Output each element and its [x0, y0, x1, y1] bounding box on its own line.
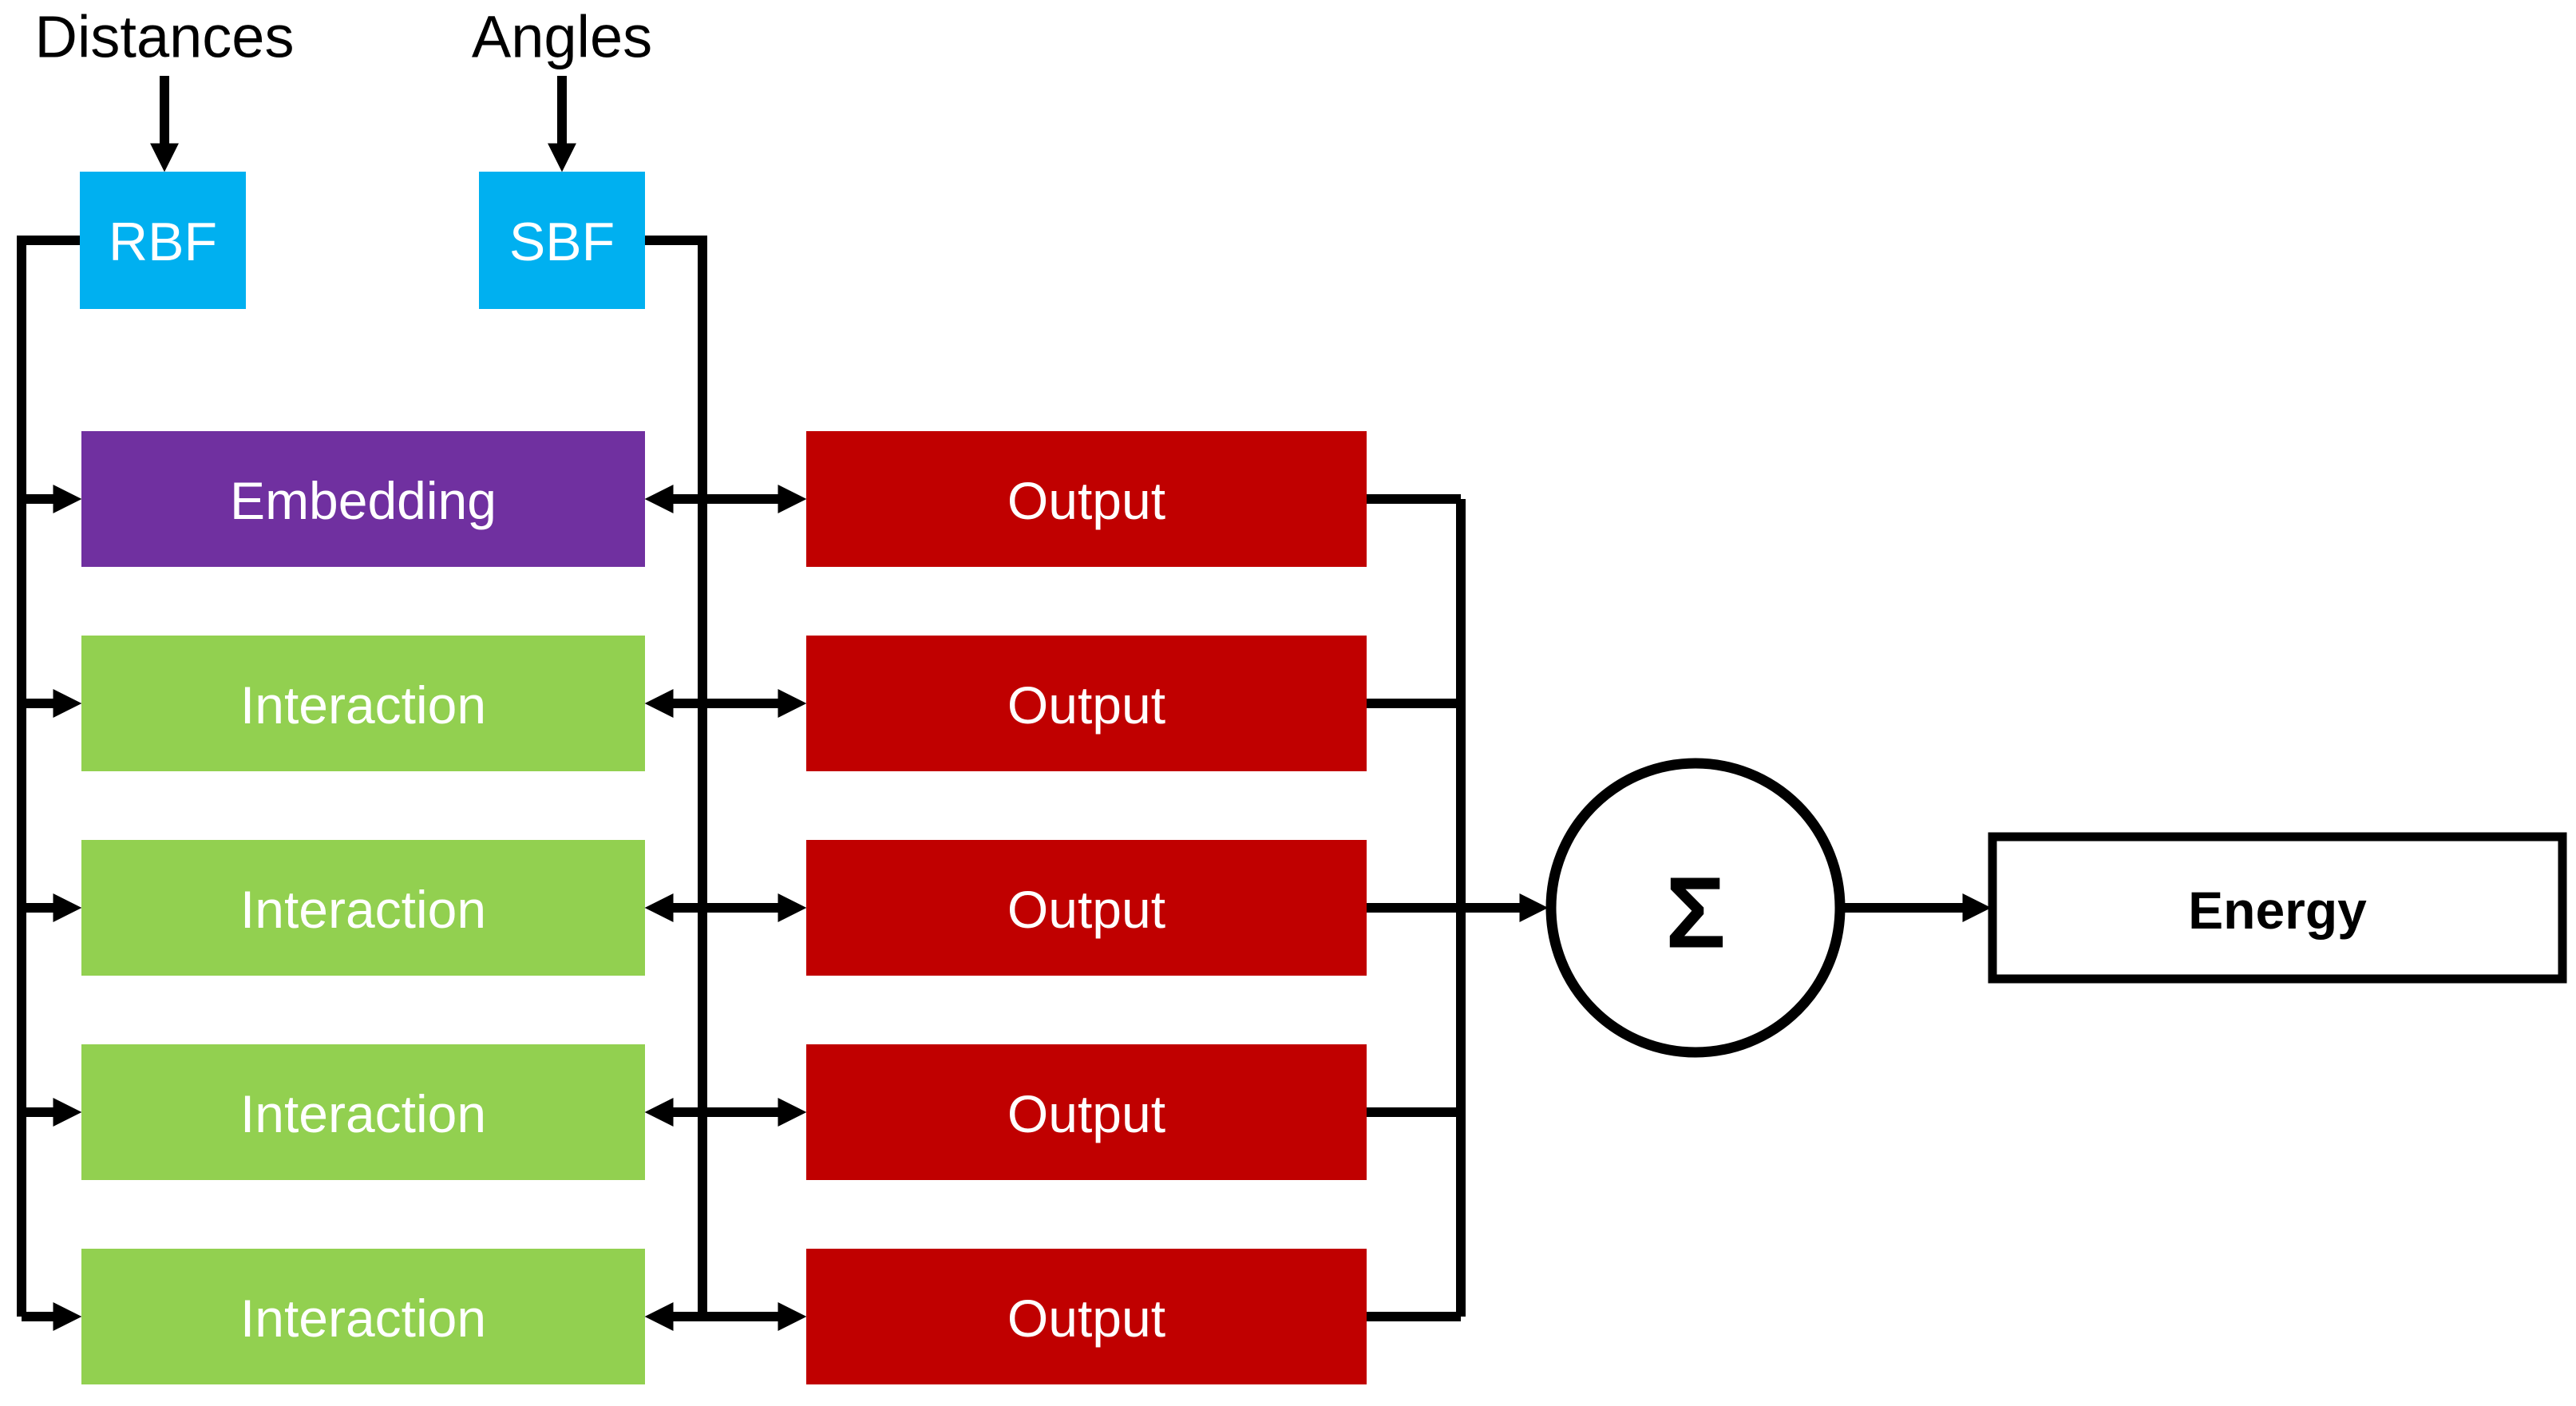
output-box-1 — [806, 431, 1367, 567]
row-5: Interaction Output — [22, 1249, 1461, 1384]
interaction-label-2: Interaction — [240, 880, 486, 939]
rbf-box — [80, 172, 246, 309]
output-label-3: Output — [1007, 880, 1165, 939]
energy-node: Energy — [1988, 832, 2567, 984]
interaction-label-4: Interaction — [240, 1289, 486, 1348]
rbf-node: RBF — [80, 172, 246, 309]
energy-label: Energy — [2188, 881, 2367, 940]
sum-node: Σ — [1545, 758, 1846, 1058]
output-label-1: Output — [1007, 471, 1165, 530]
sum-symbol: Σ — [1665, 857, 1726, 969]
interaction-box-1 — [81, 636, 645, 771]
distances-label: Distances — [35, 4, 295, 70]
row-1: Embedding Output — [22, 431, 1461, 567]
row-2: Interaction Output — [22, 636, 1461, 771]
output-box-4 — [806, 1044, 1367, 1180]
embedding-label: Embedding — [230, 471, 497, 530]
row-3: Interaction Output — [22, 840, 1461, 976]
row-4: Interaction Output — [22, 1044, 1461, 1180]
energy-box — [1988, 832, 2567, 984]
output-label-2: Output — [1007, 675, 1165, 735]
output-label-4: Output — [1007, 1084, 1165, 1143]
interaction-box-2 — [81, 840, 645, 976]
output-box-3 — [806, 840, 1367, 976]
output-box-2 — [806, 636, 1367, 771]
sbf-box — [479, 172, 645, 309]
angles-label: Angles — [472, 4, 652, 70]
embedding-box — [81, 431, 645, 567]
interaction-label-1: Interaction — [240, 675, 486, 735]
interaction-box-3 — [81, 1044, 645, 1180]
rbf-trunk-line — [17, 236, 80, 1317]
interaction-box-4 — [81, 1249, 645, 1384]
output-label-5: Output — [1007, 1289, 1165, 1348]
sbf-node: SBF — [479, 172, 645, 309]
interaction-label-3: Interaction — [240, 1084, 486, 1143]
sbf-label: SBF — [509, 212, 615, 272]
output-box-5 — [806, 1249, 1367, 1384]
rbf-label: RBF — [109, 212, 217, 272]
sbf-trunk-line — [645, 236, 707, 1317]
